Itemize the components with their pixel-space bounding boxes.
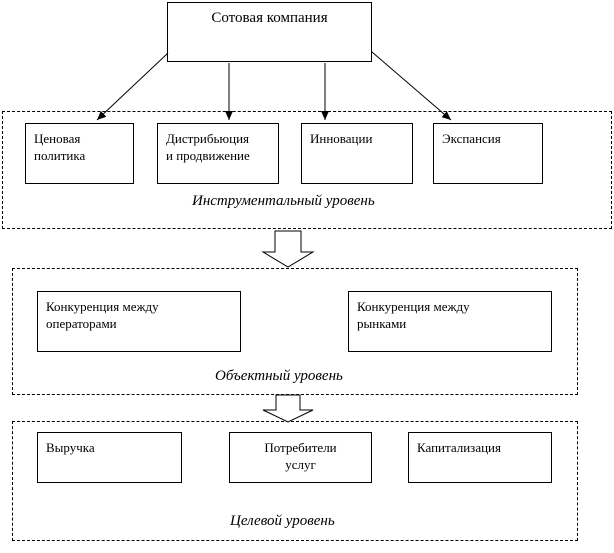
object-level-label: Объектный уровень (215, 368, 343, 384)
price-policy-box: Ценовая политика (25, 123, 134, 184)
distribution-box: Дистрибьюция и продвижение (157, 123, 279, 184)
arrow-to-expansion (371, 51, 452, 121)
target-level-frame (12, 421, 578, 541)
block-arrow-instrumental-to-object (261, 230, 315, 268)
consumers-box: Потребители услуг (229, 432, 372, 483)
instrumental-level-label: Инструментальный уровень (192, 193, 375, 209)
arrow-to-price-policy (96, 52, 169, 121)
capitalization-box: Капитализация (408, 432, 552, 483)
company-box: Сотовая компания (167, 2, 372, 62)
company-title: Сотовая компания (211, 10, 328, 26)
instrumental-level-frame (2, 111, 612, 229)
target-level-label: Целевой уровень (230, 513, 335, 529)
innovation-box: Инновации (301, 123, 413, 184)
block-arrow-object-to-target (262, 394, 314, 423)
revenue-box: Выручка (37, 432, 182, 483)
operators-competition-box: Конкуренция между операторами (37, 291, 241, 352)
expansion-box: Экспансия (433, 123, 543, 184)
markets-competition-box: Конкуренция между рынками (348, 291, 552, 352)
